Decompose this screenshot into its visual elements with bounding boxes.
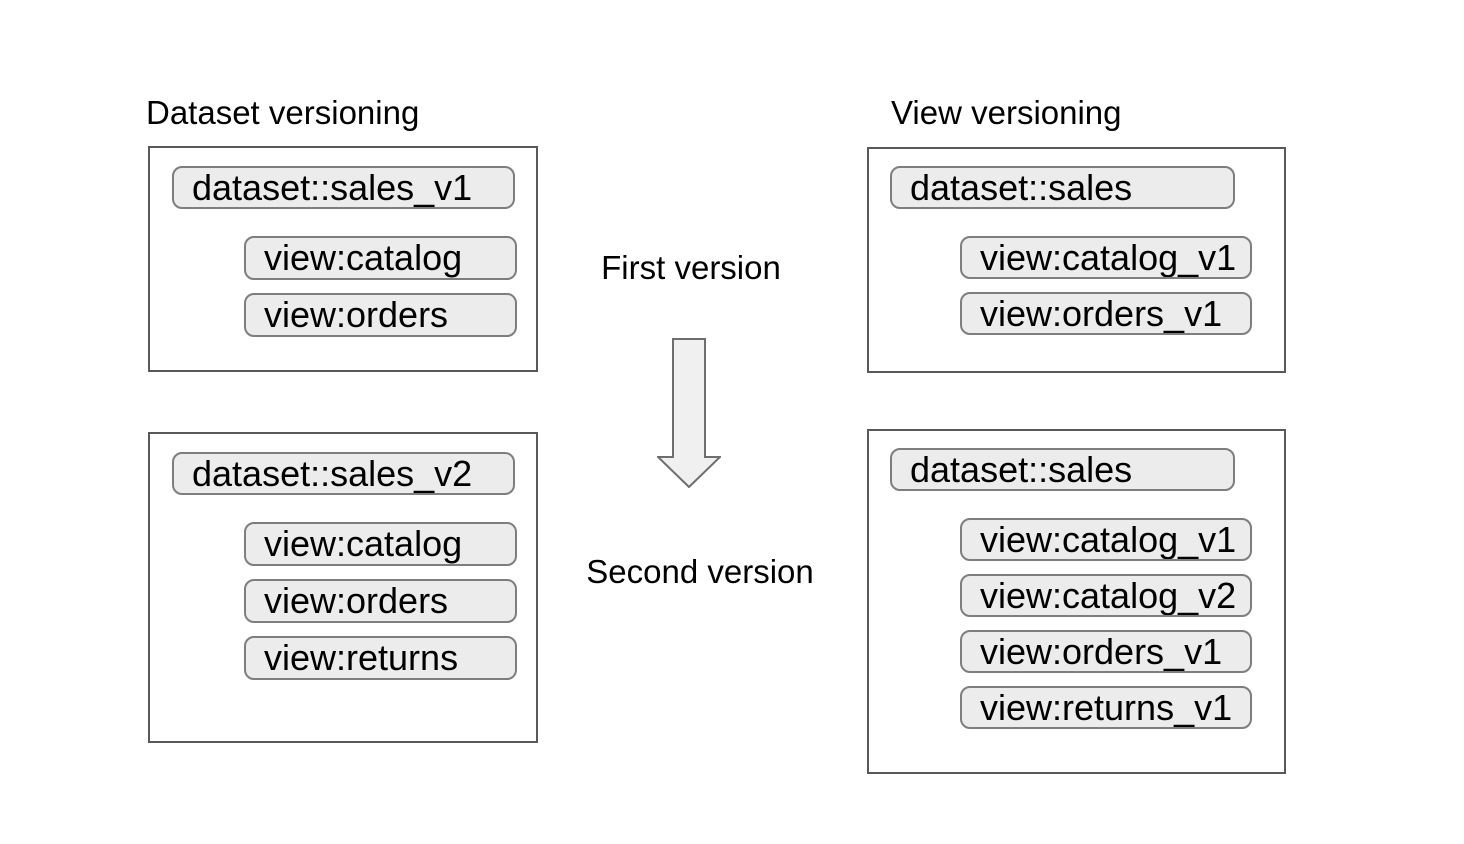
view-pill-list: view:catalog_v1 view:catalog_v2 view:ord… <box>960 518 1252 729</box>
view-pill: view:orders <box>244 293 517 337</box>
view-versioning-first-box: dataset::sales view:catalog_v1 view:orde… <box>867 147 1286 373</box>
dataset-pill: dataset::sales_v1 <box>172 166 515 209</box>
view-pill: view:catalog <box>244 236 517 280</box>
view-pill: view:orders <box>244 579 517 623</box>
dataset-pill: dataset::sales <box>890 166 1235 209</box>
view-pill: view:orders_v1 <box>960 292 1252 335</box>
dataset-versioning-second-box: dataset::sales_v2 view:catalog view:orde… <box>148 432 538 743</box>
view-pill: view:catalog <box>244 522 517 566</box>
view-pill: view:catalog_v1 <box>960 236 1252 279</box>
view-pill: view:returns <box>244 636 517 680</box>
dataset-pill: dataset::sales <box>890 448 1235 491</box>
view-pill: view:catalog_v1 <box>960 518 1252 561</box>
view-pill-list: view:catalog view:orders <box>244 236 517 337</box>
dataset-versioning-heading: Dataset versioning <box>146 94 420 131</box>
view-pill: view:catalog_v2 <box>960 574 1252 617</box>
view-pill-list: view:catalog_v1 view:orders_v1 <box>960 236 1252 335</box>
view-versioning-second-box: dataset::sales view:catalog_v1 view:cata… <box>867 429 1286 774</box>
view-pill-list: view:catalog view:orders view:returns <box>244 522 517 680</box>
view-versioning-heading: View versioning <box>891 94 1122 131</box>
dataset-versioning-first-box: dataset::sales_v1 view:catalog view:orde… <box>148 146 538 372</box>
first-version-label: First version <box>601 249 781 286</box>
down-arrow-icon <box>657 338 721 488</box>
second-version-label: Second version <box>586 553 814 590</box>
view-pill: view:orders_v1 <box>960 630 1252 673</box>
dataset-pill: dataset::sales_v2 <box>172 452 515 495</box>
view-pill: view:returns_v1 <box>960 686 1252 729</box>
